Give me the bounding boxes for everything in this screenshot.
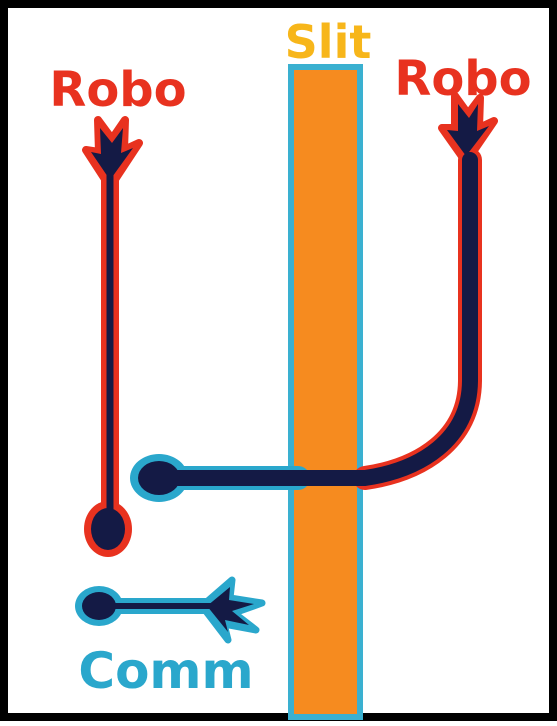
comm-growth-cone xyxy=(207,587,254,632)
crossing-cell-body xyxy=(138,461,180,495)
slit-midline-bar xyxy=(288,64,363,720)
comm-cell-body xyxy=(82,592,116,620)
robo-left-cell-body xyxy=(91,508,125,550)
crossing-axon-core xyxy=(152,152,478,486)
crossing-growth-cone xyxy=(447,104,489,156)
robo-left-neuron xyxy=(82,116,143,557)
comm-neuron xyxy=(75,576,266,644)
crossing-neuron xyxy=(130,92,498,502)
robo-right-label: Robo xyxy=(394,51,531,107)
comm-label: Comm xyxy=(78,642,253,700)
robo-left-label: Robo xyxy=(49,62,186,118)
slit-label: Slit xyxy=(285,15,372,69)
robo-left-growth-cone xyxy=(91,128,133,180)
